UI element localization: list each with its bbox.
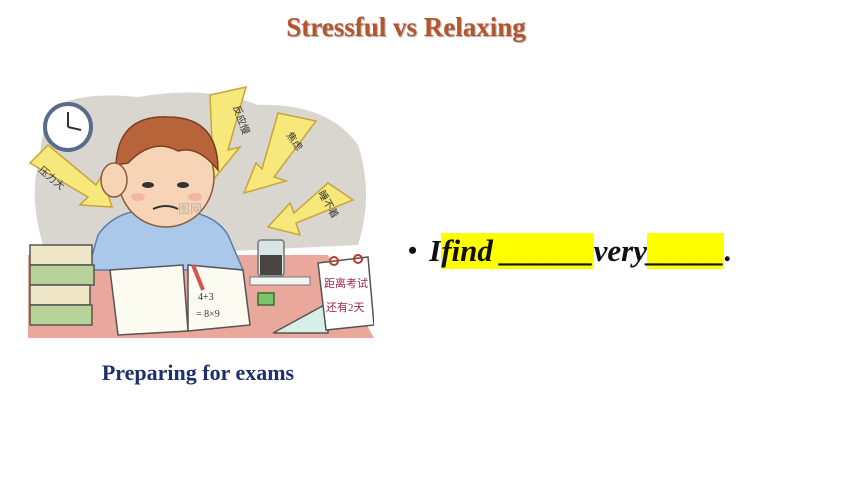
svg-text:4+3: 4+3 xyxy=(198,292,214,303)
image-caption: Preparing for exams xyxy=(101,360,295,385)
exam-stress-illustration: 反应慢 焦虑 睡不着 压力大 图网 xyxy=(28,85,374,338)
stress-arrow-2: 焦虑 xyxy=(242,112,318,195)
slide-title: Stressful vs Relaxing xyxy=(286,12,526,42)
svg-text:还有2天: 还有2天 xyxy=(326,300,365,314)
glass-icon xyxy=(257,239,285,277)
svg-text:图网: 图网 xyxy=(178,202,202,216)
highlight-find-blank: find ______ xyxy=(441,233,594,269)
ruler xyxy=(249,276,311,286)
clock-icon xyxy=(43,102,93,152)
bullet-icon: • xyxy=(408,236,418,265)
book-stack xyxy=(29,244,95,326)
notebook: 4+3 = 8×9 xyxy=(109,264,251,336)
boy-hand xyxy=(100,162,128,198)
stress-arrow-3: 睡不着 xyxy=(266,182,355,237)
eraser xyxy=(257,292,275,306)
sentence-end: . xyxy=(724,233,733,268)
fill-in-sentence: • I find ______ very _____ . xyxy=(408,228,732,274)
svg-text:= 8×9: = 8×9 xyxy=(196,309,220,320)
sentence-part-2: very xyxy=(593,233,647,268)
sentence-part-1: I xyxy=(429,233,442,268)
highlight-adjective-blank: _____ xyxy=(646,233,725,269)
svg-text:距离考试: 距离考试 xyxy=(324,276,368,290)
desk-calendar: 距离考试 还有2天 xyxy=(317,254,374,331)
pencil xyxy=(191,264,205,291)
